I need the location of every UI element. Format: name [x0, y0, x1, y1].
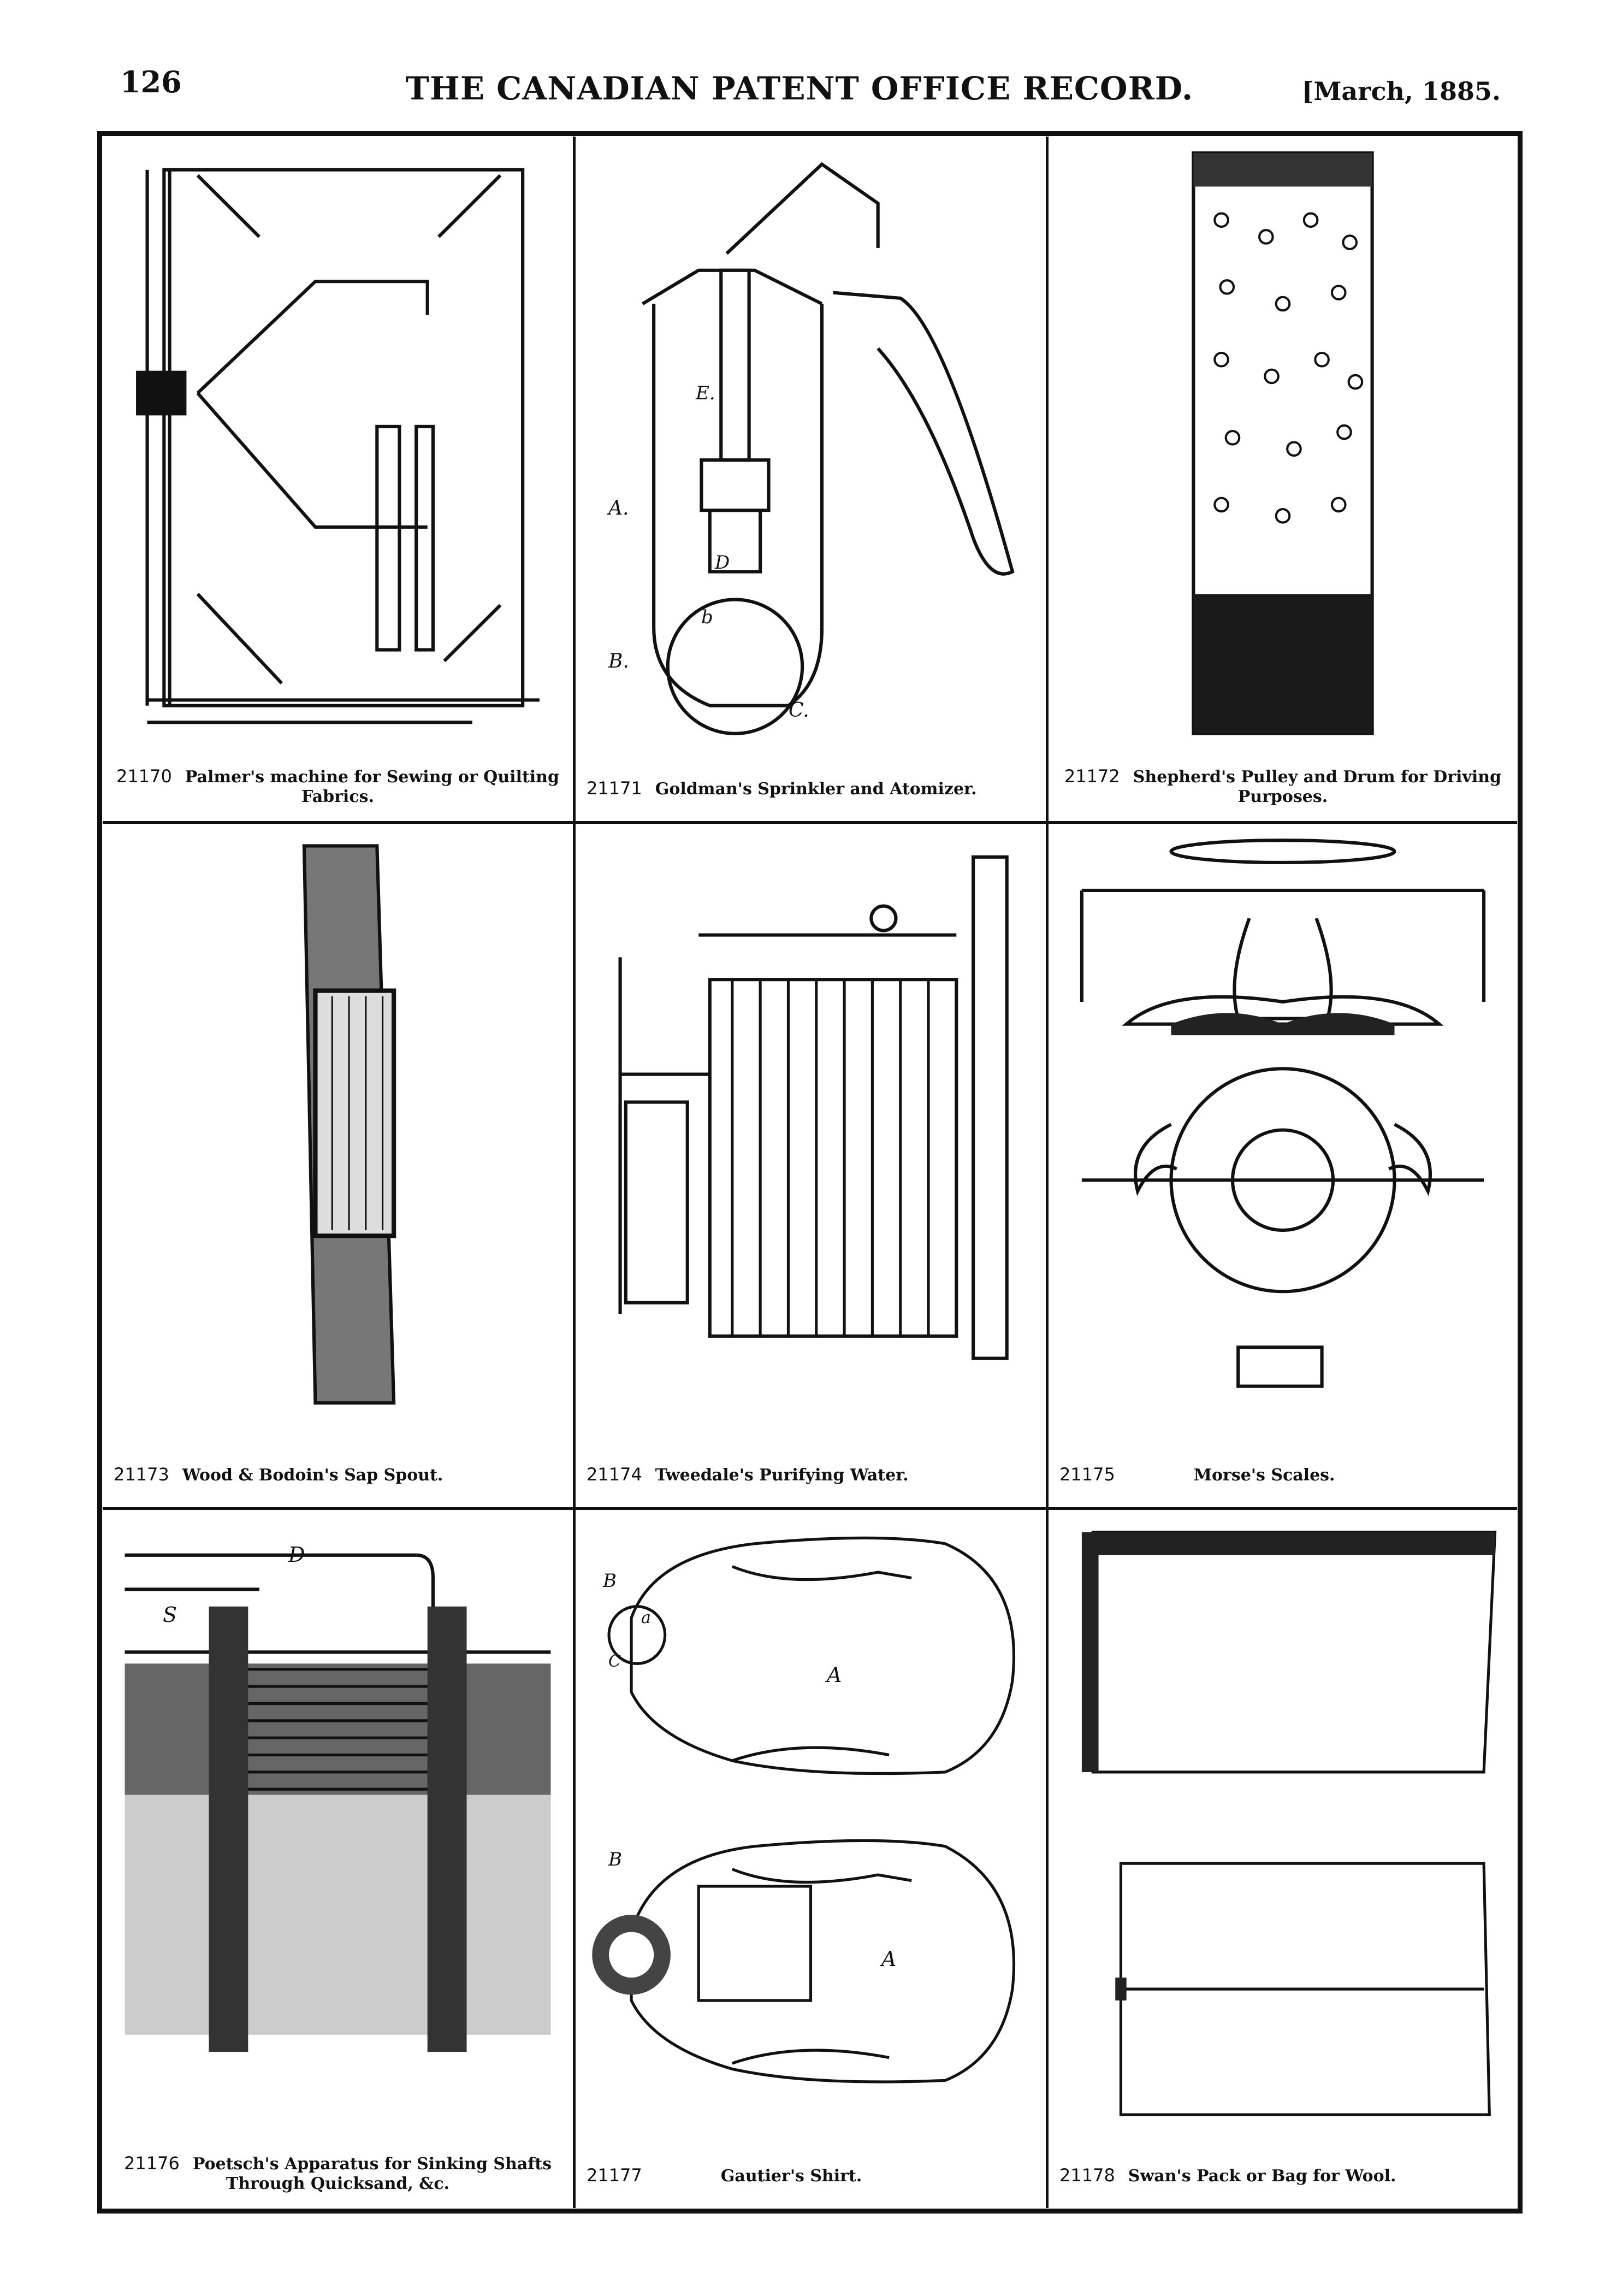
caption-21176: 21176 Poetsch's Apparatus for Sinking Sha…: [114, 2153, 562, 2194]
pulley-drum-drawing: [1059, 147, 1506, 739]
patent-description: Palmer's machine for Sewing or Quilting …: [185, 768, 559, 806]
sprinkler-drawing: E. A. D b B. C.: [587, 147, 1035, 739]
caption-21172: 21172 Shepherd's Pulley and Drum for Driv…: [1059, 766, 1506, 807]
patent-description: Swan's Pack or Bag for Wool.: [1128, 2167, 1396, 2186]
patent-description: Goldman's Sprinkler and Atomizer.: [655, 780, 977, 799]
figure-label-E: E.: [696, 382, 715, 404]
patent-number: 21173: [114, 1464, 169, 1485]
patent-cell-21178: 21178 Swan's Pack or Bag for Wool.: [1049, 1510, 1517, 2208]
patent-cell-21171: E. A. D b B. C. 21171 Goldman's Sprinkler…: [576, 137, 1049, 824]
figure-label-C: C.: [789, 699, 809, 722]
patent-number: 21178: [1059, 2165, 1115, 2186]
figure-label-B: B.: [608, 650, 629, 672]
patent-description: Morse's Scales.: [1193, 1466, 1335, 1485]
caption-21177: 21177 Gautier's Shirt.: [587, 2165, 1035, 2186]
figure-label-A: A: [881, 1947, 897, 1971]
patent-cell-21175: 21175 Morse's Scales.: [1049, 824, 1517, 1510]
patent-number: 21170: [116, 766, 172, 787]
patent-number: 21175: [1059, 1464, 1115, 1485]
patent-description: Wood & Bodoin's Sap Spout.: [182, 1466, 443, 1485]
patent-cell-21172: 21172 Shepherd's Pulley and Drum for Driv…: [1049, 137, 1517, 824]
page-number: 126: [120, 64, 182, 99]
shaft-sinking-drawing: D S: [114, 1521, 562, 2126]
patent-cell-21177: B a C A B A 21177 Gautier's Shirt.: [576, 1510, 1049, 2208]
issue-date: [March, 1885.: [1301, 76, 1501, 106]
patent-number: 21177: [587, 2165, 642, 2186]
page-title: THE CANADIAN PATENT OFFICE RECORD.: [405, 70, 1194, 107]
patent-description: Poetsch's Apparatus for Sinking Shafts T…: [192, 2155, 552, 2193]
caption-21174: 21174 Tweedale's Purifying Water.: [587, 1465, 1035, 1485]
patent-description: Shepherd's Pulley and Drum for Driving P…: [1133, 768, 1502, 806]
figure-label-B: B: [603, 1570, 617, 1592]
caption-21173: 21173 Wood & Bodoin's Sap Spout.: [114, 1465, 562, 1485]
patent-cell-21176: D S 21176 Poetsch's Apparatus for Sinking…: [103, 1510, 576, 2208]
shirt-drawing: B a C A B A: [587, 1521, 1035, 2126]
figure-label-D: D: [288, 1543, 305, 1567]
patent-grid: 21170 Palmer's machine for Sewing or Quil…: [103, 137, 1517, 2208]
sewing-machine-drawing: [114, 147, 562, 739]
patent-description: Tweedale's Purifying Water.: [655, 1466, 909, 1485]
figure-label-D: D: [715, 552, 730, 574]
caption-21178: 21178 Swan's Pack or Bag for Wool.: [1059, 2165, 1506, 2186]
patent-description: Gautier's Shirt.: [720, 2167, 862, 2186]
wool-bag-drawing: [1059, 1521, 1506, 2126]
water-purifier-drawing: [587, 835, 1035, 1425]
figure-label-B: B: [608, 1849, 622, 1870]
patent-number: 21174: [587, 1464, 642, 1485]
patent-cell-21174: 21174 Tweedale's Purifying Water.: [576, 824, 1049, 1510]
figure-label-A: A: [827, 1663, 842, 1687]
figure-label-C: C: [608, 1652, 621, 1671]
patent-cell-21170: 21170 Palmer's machine for Sewing or Quil…: [103, 137, 576, 824]
scales-drawing: [1059, 835, 1506, 1425]
sap-spout-drawing: [114, 835, 562, 1425]
patent-number: 21176: [124, 2153, 180, 2174]
patent-number: 21172: [1064, 766, 1120, 787]
figure-label-a: a: [641, 1608, 651, 1627]
patent-cell-21173: 21173 Wood & Bodoin's Sap Spout.: [103, 824, 576, 1510]
page-frame: [97, 131, 1523, 2214]
caption-21171: 21171 Goldman's Sprinkler and Atomizer.: [587, 778, 1035, 799]
patent-number: 21171: [587, 778, 642, 799]
figure-label-b: b: [701, 606, 713, 628]
caption-21175: 21175 Morse's Scales.: [1059, 1465, 1506, 1485]
figure-label-A: A.: [608, 497, 629, 520]
figure-label-S: S: [163, 1603, 177, 1627]
caption-21170: 21170 Palmer's machine for Sewing or Quil…: [114, 766, 562, 807]
